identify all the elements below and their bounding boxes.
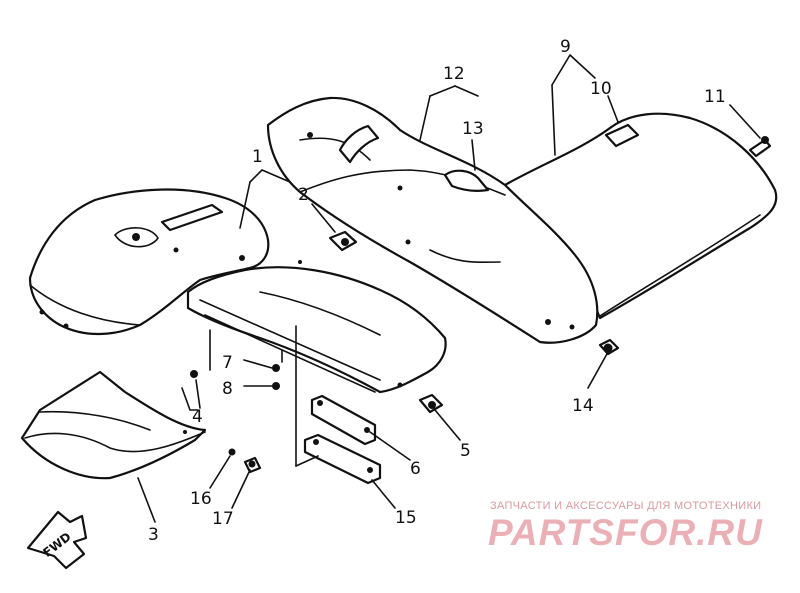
- label-3: 3: [148, 525, 159, 545]
- label-4: 4: [192, 407, 203, 427]
- bolt-2: [328, 230, 358, 252]
- bolt-11: [748, 136, 772, 158]
- label-2: 2: [298, 185, 309, 205]
- rear-cover: [266, 96, 599, 344]
- grommet-4: [190, 370, 198, 378]
- label-13: 13: [462, 119, 484, 139]
- bolt-5: [418, 393, 444, 414]
- cover-slot-right: [443, 169, 490, 192]
- label-17: 17: [212, 509, 234, 529]
- bolt-17: [243, 456, 262, 474]
- label-11: 11: [704, 87, 726, 107]
- part-labels: 1 2 3 4 5 6 7 8 9 10 11 12 13 14 15 16 1…: [148, 37, 726, 545]
- seat-hook: [604, 123, 640, 148]
- cover-slot-left: [338, 124, 380, 164]
- label-9: 9: [560, 37, 571, 57]
- watermark-logo: PARTSFOR.RU: [488, 512, 763, 553]
- label-7: 7: [222, 353, 233, 373]
- front-cover: [28, 188, 270, 336]
- label-8: 8: [222, 379, 233, 399]
- label-15: 15: [395, 508, 417, 528]
- label-12: 12: [443, 64, 465, 84]
- bracket-lower: [303, 433, 382, 485]
- leader-lines: [137, 54, 761, 523]
- label-14: 14: [572, 396, 594, 416]
- washer-7: [272, 364, 280, 372]
- washer-8: [272, 382, 280, 390]
- label-1: 1: [252, 147, 263, 167]
- lower-guard: [20, 370, 207, 480]
- bracket-upper: [310, 394, 377, 446]
- label-10: 10: [590, 79, 612, 99]
- label-16: 16: [190, 489, 212, 509]
- cover-vent-slot: [160, 203, 224, 232]
- label-5: 5: [460, 441, 471, 461]
- bolt-14: [598, 338, 620, 356]
- fwd-arrow: FWD: [26, 510, 88, 570]
- washer-16: [228, 448, 236, 456]
- side-panel: [186, 260, 447, 394]
- watermark-caption: ЗАПЧАСТИ И АКСЕССУАРЫ ДЛЯ МОТОТЕХНИКИ: [490, 500, 762, 512]
- label-6: 6: [410, 459, 421, 479]
